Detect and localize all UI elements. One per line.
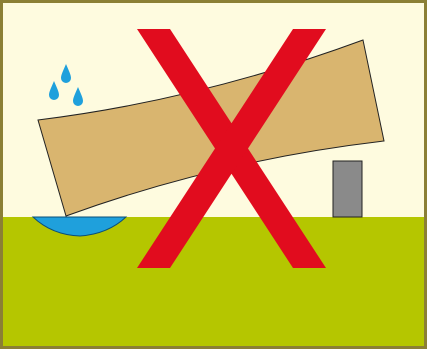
support-block (333, 161, 362, 217)
ground (3, 217, 424, 346)
